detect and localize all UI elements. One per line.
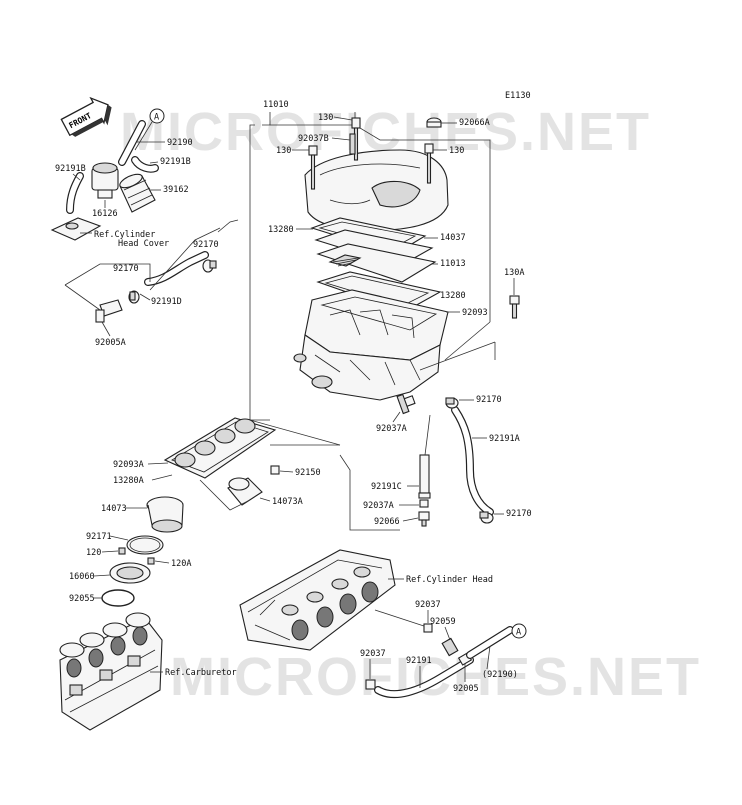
label-11013: 11013 xyxy=(440,259,466,269)
duct-14073a-icon xyxy=(227,477,263,506)
bolt-130-right-icon xyxy=(424,143,434,184)
label-120a: 120A xyxy=(171,559,191,569)
label-13280-bot: 13280 xyxy=(440,291,466,301)
bolt-130a-icon xyxy=(509,295,520,319)
ref-cylinder-head-cover-2: Head Cover xyxy=(118,239,169,249)
ref-cylinder-head: Ref.Cylinder Head xyxy=(406,575,493,585)
clamp-92170-upper-icon xyxy=(202,259,217,273)
label-13280-top: 13280 xyxy=(268,225,294,235)
breather-group: A xyxy=(50,108,239,323)
label-120: 120 xyxy=(86,548,101,558)
label-16126: 16126 xyxy=(92,209,118,219)
diagram-code: E1130 xyxy=(505,91,531,101)
label-92191c: 92191C xyxy=(371,482,402,492)
label-92170-b: 92170 xyxy=(113,264,139,274)
label-39162: 39162 xyxy=(163,185,189,195)
front-arrow-icon: FRONT xyxy=(60,96,112,137)
label-130-b: 130 xyxy=(276,146,291,156)
label-92190: 92190 xyxy=(167,138,193,148)
airbox-group xyxy=(249,112,520,446)
bolt-130-left-icon xyxy=(308,145,318,190)
carburetor-icon xyxy=(59,612,163,731)
label-92066a: 92066A xyxy=(459,118,490,128)
callout-a-bottom: A xyxy=(516,628,521,638)
label-130-a: 130 xyxy=(318,113,333,123)
valve-16126-icon xyxy=(91,162,119,199)
label-14073: 14073 xyxy=(101,504,127,514)
label-92037a-b: 92037A xyxy=(363,501,394,511)
callout-a-top: A xyxy=(154,113,159,123)
filter-element-icon xyxy=(316,243,437,283)
ref-carburetor: Ref.Carburetor xyxy=(165,668,237,678)
label-130-c: 130 xyxy=(449,146,464,156)
label-92170-d: 92170 xyxy=(506,509,532,519)
filter-39162-icon xyxy=(119,173,156,213)
label-92037b: 92037B xyxy=(298,134,329,144)
duct-14073-icon xyxy=(146,496,184,533)
label-130a: 130A xyxy=(504,268,524,278)
label-92005a: 92005A xyxy=(95,338,126,348)
label-92170-c: 92170 xyxy=(476,395,502,405)
label-92191b-right: 92191B xyxy=(160,157,191,167)
label-14037: 14037 xyxy=(440,233,466,243)
label-92005: 92005 xyxy=(453,684,479,694)
label-92150: 92150 xyxy=(295,468,321,478)
pipe-92005a-icon xyxy=(95,299,123,323)
label-92191b-left: 92191B xyxy=(55,164,86,174)
label-92190-paren: (92190) xyxy=(482,670,518,680)
screw-92150-icon xyxy=(270,465,280,475)
label-11010: 11010 xyxy=(263,100,289,110)
label-92066: 92066 xyxy=(374,517,400,527)
label-92037a-a: 92037A xyxy=(376,424,407,434)
label-92037-a: 92037 xyxy=(415,600,441,610)
clamp-92170-d-icon xyxy=(479,511,494,524)
cap-92066a-icon xyxy=(426,117,442,128)
cylinder-head-icon xyxy=(239,549,396,651)
label-16060: 16060 xyxy=(69,572,95,582)
label-92170-a: 92170 xyxy=(193,240,219,250)
label-92191: 92191 xyxy=(406,656,432,666)
label-92171: 92171 xyxy=(86,532,112,542)
label-92191a: 92191A xyxy=(489,434,520,444)
clamp-92170-icon xyxy=(128,290,140,304)
drain-group xyxy=(339,341,496,531)
label-92055: 92055 xyxy=(69,594,95,604)
lower-breather-group: A xyxy=(365,609,527,698)
label-92093: 92093 xyxy=(462,308,488,318)
label-13280a: 13280A xyxy=(113,476,144,486)
label-92059: 92059 xyxy=(430,617,456,627)
clamp-92170-c-icon xyxy=(445,397,459,409)
intake-group xyxy=(101,417,340,607)
label-92093a: 92093A xyxy=(113,460,144,470)
ref-cylinder-head-cover-1: Ref.Cylinder xyxy=(94,230,155,240)
label-92037-b: 92037 xyxy=(360,649,386,659)
label-14073a: 14073A xyxy=(272,497,303,507)
holder-16060-icon xyxy=(109,562,151,584)
label-92191d: 92191D xyxy=(151,297,182,307)
stud-92037b-icon xyxy=(349,133,356,155)
